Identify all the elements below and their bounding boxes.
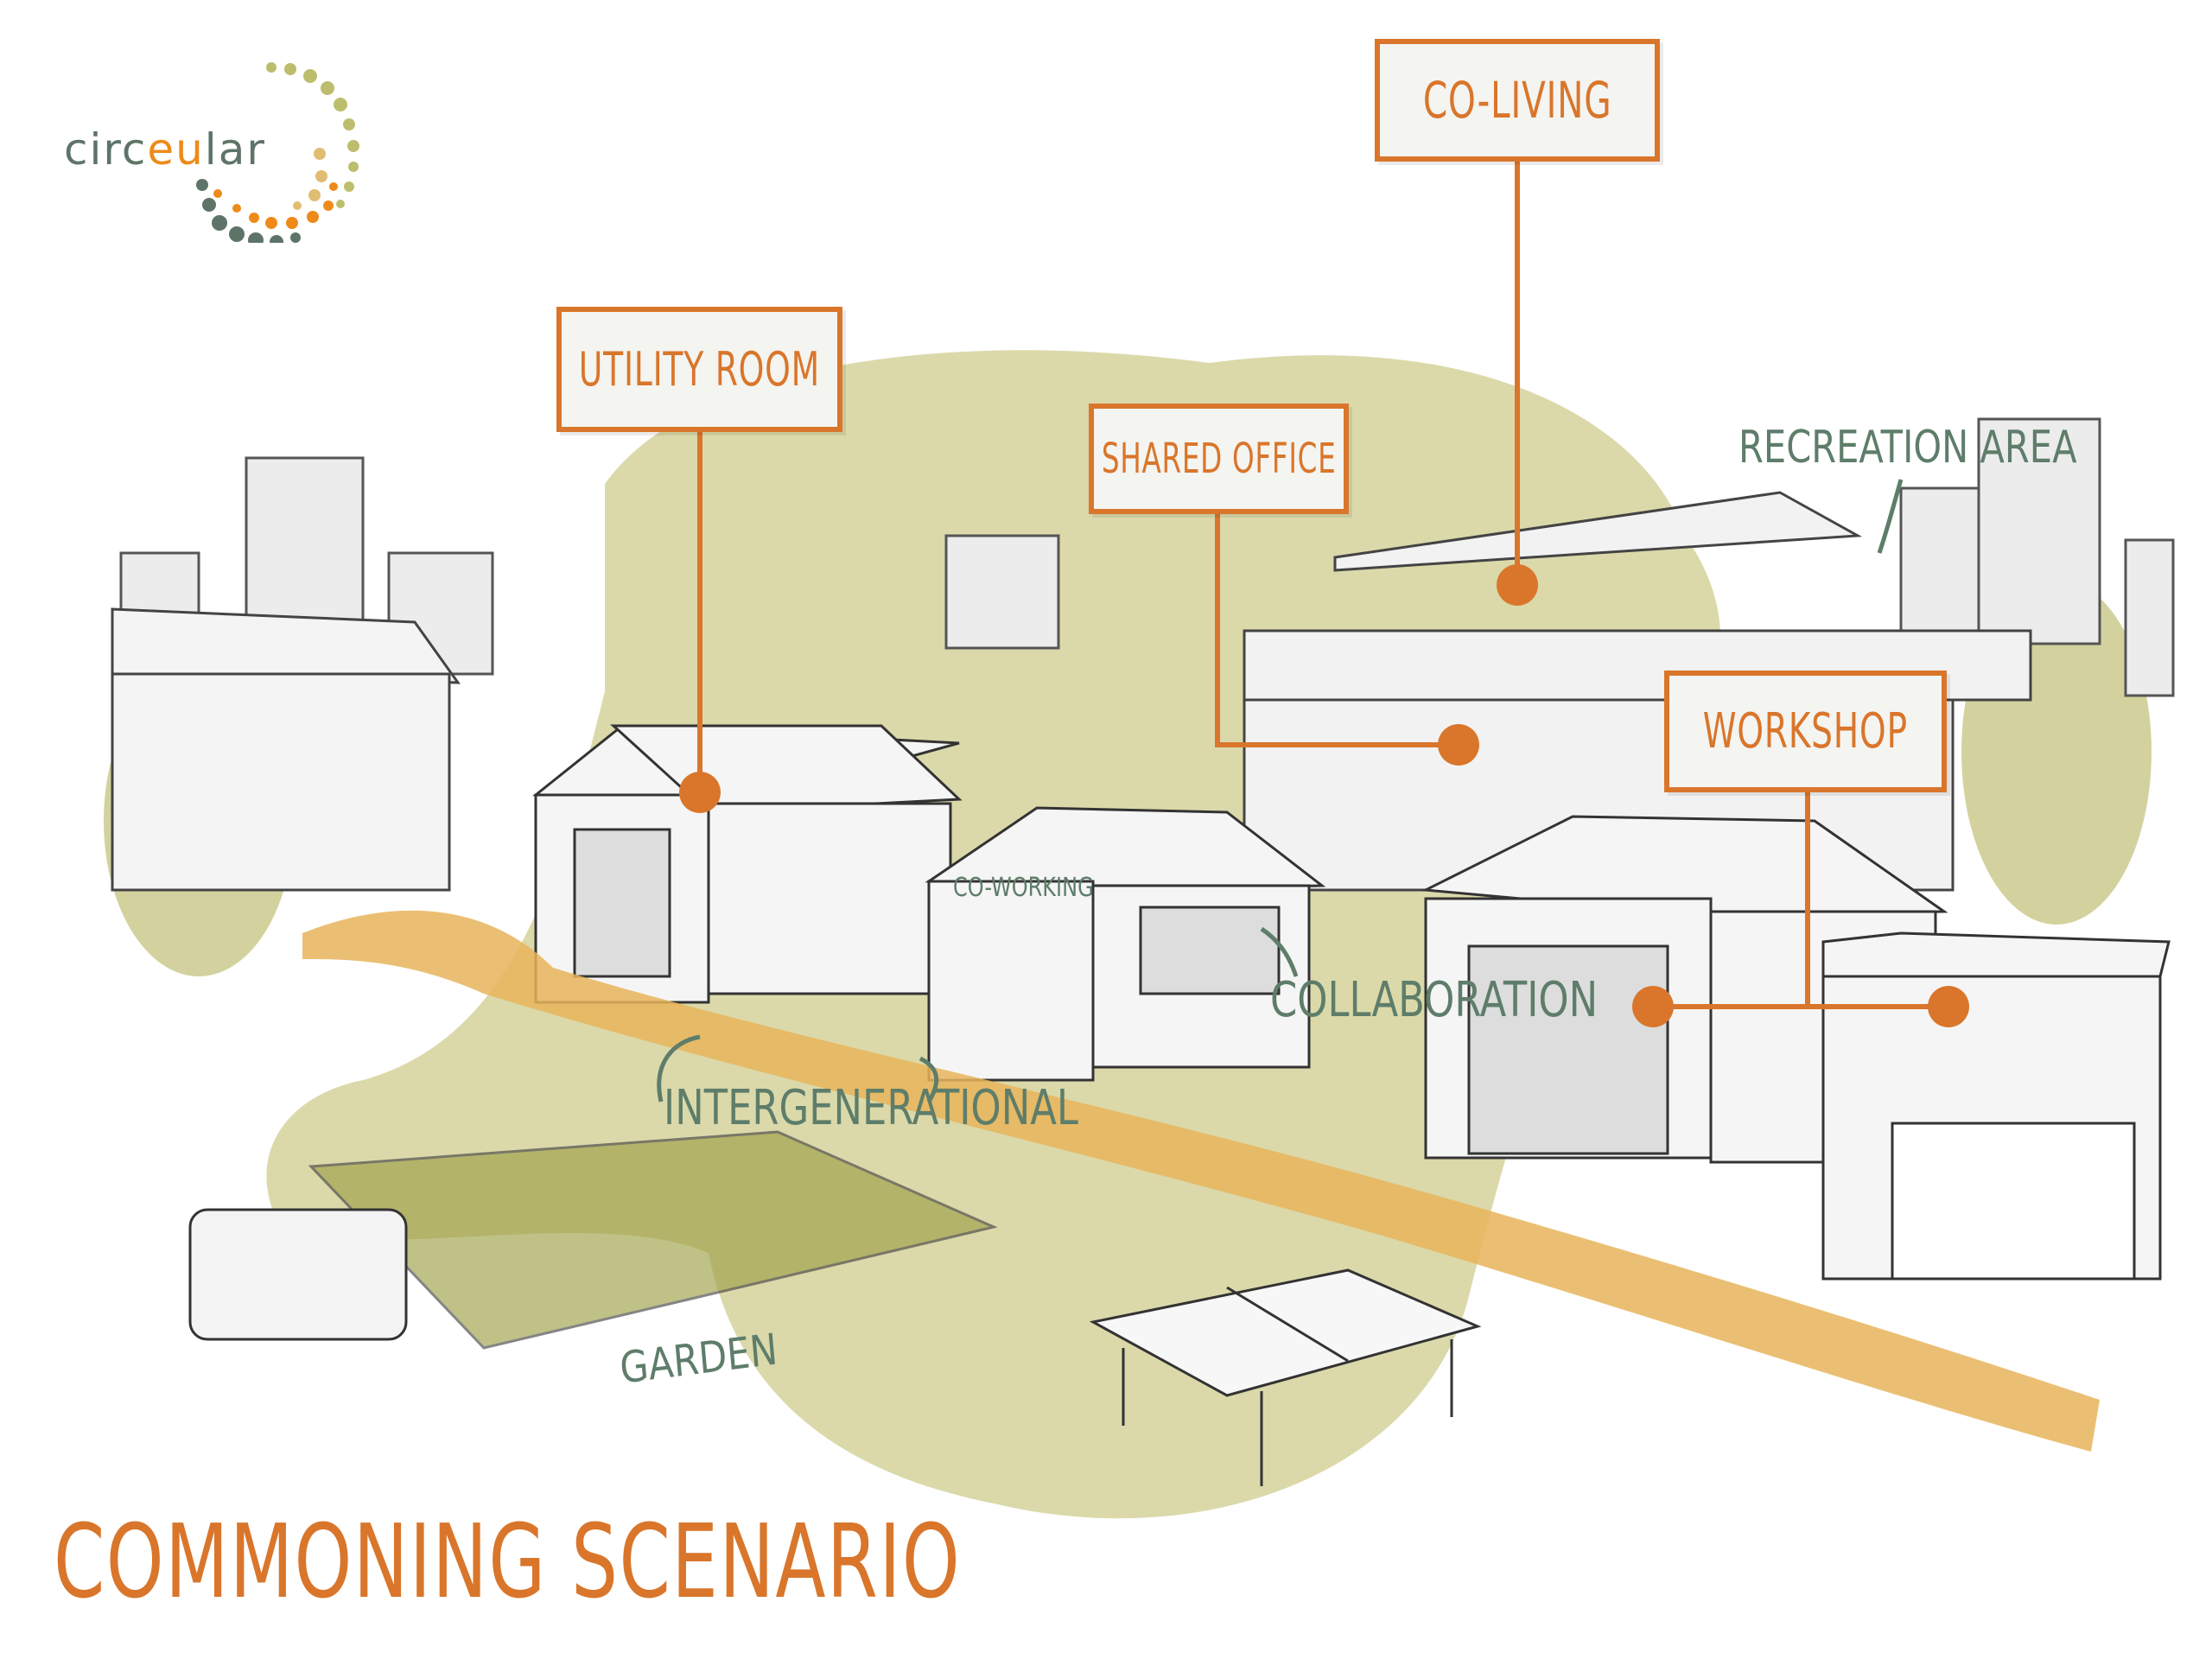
annotation-intergenerational: INTERGENERATIONAL [664, 1080, 1078, 1136]
apartment-building [111, 607, 461, 892]
annotation-arrows [657, 479, 1904, 1103]
logo-dots-icon [196, 62, 359, 243]
logo-text-prefix: circ [64, 124, 148, 175]
page-title: COMMONING SCENARIO [54, 1502, 962, 1621]
annotation-collaboration: COLLABORATION [1270, 972, 1599, 1028]
circeular-logo: circeular [64, 57, 366, 243]
annotation-recreation-area: RECREATION AREA [1738, 422, 2077, 474]
label-dots [679, 564, 1969, 1027]
ping-pong-table [1089, 1268, 1482, 1486]
collaboration-arrow-icon [1260, 926, 1299, 977]
workshop-shed [1421, 815, 2171, 1281]
label-co-living: CO-LIVING [1375, 39, 1660, 162]
intergenerational-arrow-right-icon [918, 1056, 939, 1103]
recreation-arrow-icon [1877, 479, 1904, 554]
pathway [302, 910, 2100, 1452]
intergenerational-arrow-left-icon [657, 1034, 701, 1103]
utility-room-shed [532, 724, 963, 1004]
annotation-co-working: CO-WORKING [953, 873, 1094, 903]
label-utility-room: UTILITY ROOM [556, 307, 842, 432]
co-working-shed [925, 806, 1326, 1082]
logo-text-suffix: lar [204, 124, 266, 175]
sofa [188, 1208, 408, 1341]
label-connectors [697, 162, 1948, 1009]
label-shared-office: SHARED OFFICE [1089, 404, 1349, 514]
garden-plot [308, 1130, 998, 1350]
label-workshop: WORKSHOP [1664, 671, 1947, 792]
logo-text-highlight: eu [147, 124, 205, 175]
